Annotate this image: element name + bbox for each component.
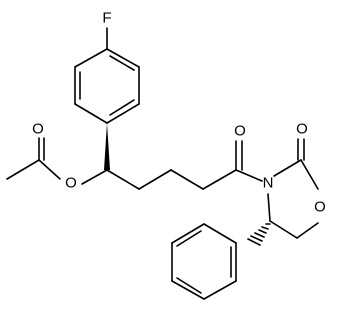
nitrogen-atom-label: N (263, 175, 274, 192)
hashed-wedge-bond (247, 223, 271, 246)
double-bond-inner (109, 99, 135, 116)
oxazolidinone-carbonyl (297, 138, 305, 161)
bond (138, 169, 172, 190)
hash (250, 235, 263, 242)
hash (258, 229, 267, 234)
bond (106, 48, 140, 68)
bond (106, 103, 140, 124)
bond (296, 222, 319, 239)
bond (203, 280, 237, 300)
hash (261, 226, 269, 230)
ester-carbonyl-oxygen-label: O (32, 121, 44, 138)
phenyl-ring (171, 223, 237, 300)
acetate-group (6, 137, 108, 185)
oxazolidinone-carbonyl-oxygen-label: O (296, 121, 308, 138)
alkyl-chain (106, 169, 237, 190)
wedge-bond (104, 123, 110, 170)
bond (171, 280, 205, 300)
oxazolidinone-ring (267, 159, 319, 239)
ketone-oxygen-label: O (234, 123, 246, 140)
bond (106, 169, 140, 190)
bond (269, 220, 298, 239)
bond (74, 103, 108, 124)
fluorine-atom-label: F (102, 10, 111, 27)
double-bond-inner (176, 277, 202, 294)
bond (38, 159, 61, 180)
bond (170, 169, 204, 190)
bond (203, 223, 237, 244)
bond (6, 159, 40, 180)
bond (267, 193, 271, 222)
double-bond-inner (176, 230, 202, 247)
bond (202, 169, 237, 190)
bond (81, 169, 108, 185)
ester-oxygen-label: O (65, 175, 77, 192)
hash (247, 238, 261, 246)
fluorophenyl-ring (74, 48, 140, 124)
ring-oxygen-label: O (314, 199, 326, 216)
hash (254, 232, 265, 238)
c-n-bond (235, 169, 263, 182)
bond (171, 223, 205, 244)
bond (273, 159, 302, 177)
ketone-carbonyl (235, 140, 243, 171)
double-bond-inner (109, 55, 135, 71)
bond (300, 159, 319, 190)
bond (74, 48, 108, 68)
